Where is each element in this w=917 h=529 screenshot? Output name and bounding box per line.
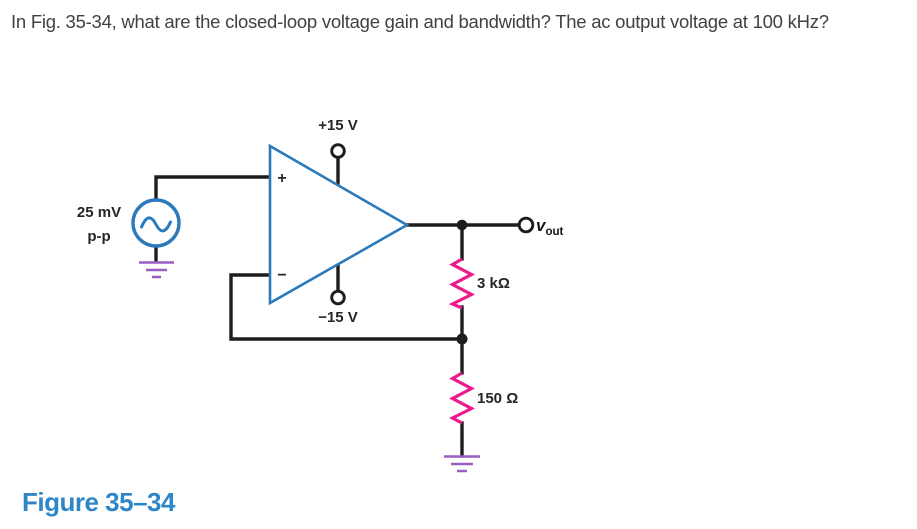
vout-subscript: out — [545, 226, 564, 239]
positive-supply-label: +15 V — [318, 117, 358, 134]
inverting-input-label: − — [277, 267, 287, 284]
negative-supply-label: −15 V — [318, 309, 358, 326]
junction-dot-output — [456, 219, 468, 231]
wire-source-to-noninverting-input — [154, 175, 272, 202]
opamp-triangle-icon — [268, 143, 410, 306]
output-ground-icon — [444, 455, 480, 473]
source-peak-to-peak: p-p — [87, 228, 111, 245]
resistor-3k-icon — [448, 257, 476, 310]
sine-wave-icon — [140, 216, 172, 233]
noninverting-input-label: + — [277, 170, 287, 187]
negative-supply-terminal-icon — [330, 289, 346, 306]
vout-terminal-icon — [517, 216, 535, 234]
vout-label: vout — [536, 216, 563, 242]
junction-dot-feedback — [456, 333, 468, 345]
resistor-150-label: 150 Ω — [477, 390, 519, 407]
vout-symbol: v — [536, 216, 546, 235]
wire-feedback — [229, 273, 464, 341]
resistor-3k-label: 3 kΩ — [477, 275, 510, 292]
resistor-150-icon — [448, 371, 476, 425]
source-value-label: 25 mV p-p — [62, 201, 136, 249]
source-amplitude: 25 mV — [76, 204, 122, 221]
source-ground-icon — [139, 261, 174, 279]
positive-supply-terminal-icon — [330, 143, 346, 159]
figure-caption: Figure 35–34 — [22, 487, 175, 517]
question-text: In Fig. 35-34, what are the closed-loop … — [11, 11, 829, 32]
